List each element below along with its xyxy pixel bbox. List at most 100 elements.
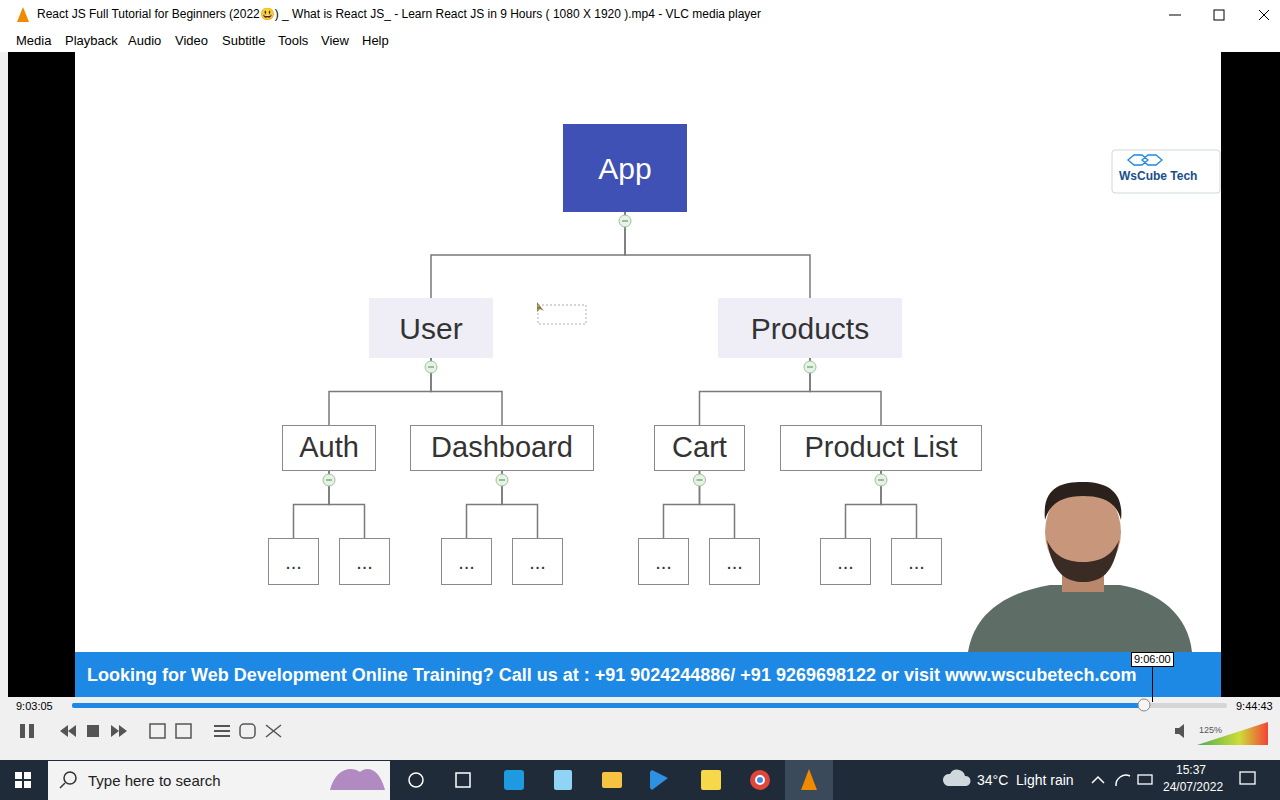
fullscreen-button	[150, 724, 165, 738]
menu-item: Help	[362, 34, 389, 49]
settings-button	[176, 724, 191, 738]
menu-item: Media	[16, 34, 51, 49]
search-placeholder: Type here to search	[88, 772, 221, 789]
start-logo	[24, 781, 31, 788]
node-label: ...	[908, 551, 925, 573]
parent-component-box: Products	[718, 298, 902, 358]
child-component-box: ...	[709, 538, 760, 585]
child-component-box: ...	[339, 538, 390, 585]
child-component-box: ...	[512, 538, 563, 585]
pause-button	[20, 724, 25, 738]
menu-item: Subtitle	[222, 34, 265, 49]
video-frame	[8, 52, 1280, 697]
previous-button	[60, 725, 76, 737]
title-bar	[0, 0, 1280, 52]
weather-icon	[943, 770, 971, 786]
seek-progress	[72, 703, 1143, 708]
presenter-shirt	[968, 585, 1192, 652]
clock-date: 24/07/2022	[1163, 781, 1223, 795]
node-label: ...	[837, 551, 854, 573]
presenter-hair	[1045, 482, 1122, 520]
start-button	[15, 772, 31, 788]
child-component-box: ...	[268, 538, 319, 585]
node-label: Products	[751, 312, 869, 345]
collapse-toggle-minus	[622, 220, 628, 221]
loop-button	[240, 724, 255, 738]
maximize-button	[1214, 10, 1224, 20]
logo-text: WsCube Tech	[1119, 170, 1197, 184]
start-logo	[24, 772, 31, 779]
node-label: ...	[655, 551, 672, 573]
menu-item: Playback	[65, 34, 118, 49]
search-highlight-art	[330, 769, 385, 790]
node-label: ...	[285, 551, 302, 573]
menu-item: Audio	[128, 34, 161, 49]
shuffle-button	[266, 725, 281, 737]
menu-item: View	[321, 34, 349, 49]
collapse-toggle-circle	[425, 361, 437, 373]
node-label: ...	[458, 551, 475, 573]
minimize-button	[1169, 15, 1181, 16]
child-component-box: ...	[891, 538, 942, 585]
menu-item: Video	[175, 34, 208, 49]
collapse-toggle	[694, 474, 706, 486]
collapse-toggle-circle	[875, 474, 887, 486]
banner-band	[75, 652, 1221, 697]
volume-slider	[1197, 722, 1268, 745]
node-label: App	[598, 152, 651, 185]
sticky-notes-icon	[701, 770, 721, 790]
elapsed-time: 9:03:05	[16, 700, 53, 713]
logo-mark	[1128, 155, 1162, 165]
active-app-highlight	[785, 760, 833, 800]
app-icon	[554, 770, 572, 790]
logo-box	[1112, 150, 1220, 193]
collapse-toggle	[875, 474, 887, 486]
playlist-button	[214, 725, 230, 727]
collapse-toggle-circle	[496, 474, 508, 486]
volume-level: 125%	[1199, 725, 1222, 735]
start-logo	[15, 781, 22, 788]
speaker-icon	[1175, 724, 1184, 738]
root-component-box: App	[563, 124, 687, 212]
seek-knob	[1138, 699, 1150, 711]
clock-time: 15:37	[1176, 764, 1206, 778]
vscode-icon	[650, 770, 668, 790]
search-box	[48, 761, 390, 800]
node-label: ...	[356, 551, 373, 573]
component-box: Dashboard	[410, 425, 594, 471]
collapse-toggle-minus	[326, 479, 332, 480]
component-box: Auth	[282, 425, 376, 471]
node-label: User	[399, 312, 462, 345]
node-label: Auth	[299, 432, 359, 464]
control-buttons	[20, 724, 1184, 738]
stop-button	[87, 725, 99, 737]
window-edge	[0, 52, 8, 760]
child-component-box: ...	[820, 538, 871, 585]
control-panel	[8, 697, 1280, 760]
temperature: 34°C	[977, 772, 1008, 788]
node-label: ...	[726, 551, 743, 573]
seek-track	[72, 703, 1227, 708]
child-component-box: ...	[638, 538, 689, 585]
search-icon	[64, 772, 76, 784]
chrome-icon	[756, 776, 764, 784]
collapse-toggle-circle	[619, 215, 631, 227]
component-box: Cart	[654, 425, 745, 471]
cortana-icon	[409, 773, 423, 787]
wifi-icon	[1116, 775, 1130, 786]
tree-connector	[431, 358, 502, 425]
tree-connector	[700, 358, 811, 425]
node-label: ...	[529, 551, 546, 573]
selection-rect	[538, 305, 586, 324]
banner-text: Looking for Web Development Online Train…	[87, 665, 1136, 686]
app-icon	[504, 770, 524, 790]
node-label: Dashboard	[431, 432, 573, 464]
collapse-toggle-circle	[694, 474, 706, 486]
playlist-button	[214, 730, 230, 732]
file-explorer-icon	[602, 772, 622, 788]
task-view-icon	[456, 773, 470, 787]
playlist-button	[214, 735, 230, 737]
collapse-toggle-minus	[697, 479, 703, 480]
collapse-toggle	[619, 215, 631, 227]
next-button	[111, 725, 127, 737]
